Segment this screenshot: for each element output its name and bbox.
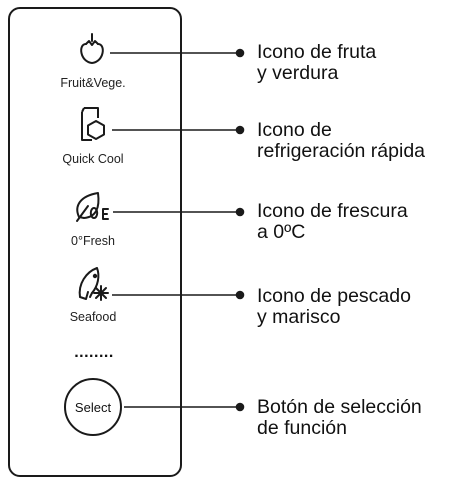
callout-fruit: Icono de fruta y verdura [257,42,376,84]
quick-cool-icon [81,107,105,141]
callout-fruit-line1: Icono de fruta [257,41,377,63]
fruit-vege-label: Fruit&Vege. [60,76,126,90]
callout-quick-cool-line2: refrigeración rápida [257,140,426,162]
fruit-vege-icon [80,33,104,64]
callout-quick-cool-line1: Icono de [257,119,332,141]
leader-line-fresh [113,207,245,217]
leader-line-quick-cool [112,125,245,135]
separator-dots: ........ [74,344,114,361]
diagram-art [76,33,245,412]
select-button-label: Select [74,399,112,415]
select-button[interactable]: Select [64,378,122,436]
callout-seafood: Icono de pescado y marisco [257,286,411,328]
callout-select-line2: de función [257,417,347,439]
seafood-icon [78,267,109,301]
callout-fresh-line2: a 0ºC [257,221,306,243]
leader-line-fruit [110,48,245,58]
callout-quick-cool: Icono de refrigeración rápida [257,120,425,162]
callout-fresh-line1: Icono de frescura [257,200,408,222]
callout-fresh: Icono de frescura a 0ºC [257,201,408,243]
callout-fruit-line2: y verdura [257,62,339,84]
callout-seafood-line2: y marisco [257,306,341,328]
fresh-zero-icon [76,192,109,222]
seafood-label: Seafood [69,310,117,324]
leader-line-seafood [112,290,245,300]
callout-select-line1: Botón de selección [257,396,422,418]
quick-cool-label: Quick Cool [62,152,124,166]
leader-line-select [124,402,245,412]
callout-select: Botón de selección de función [257,397,422,439]
fresh-zero-label: 0°Fresh [71,234,115,248]
callout-seafood-line1: Icono de pescado [257,285,411,307]
